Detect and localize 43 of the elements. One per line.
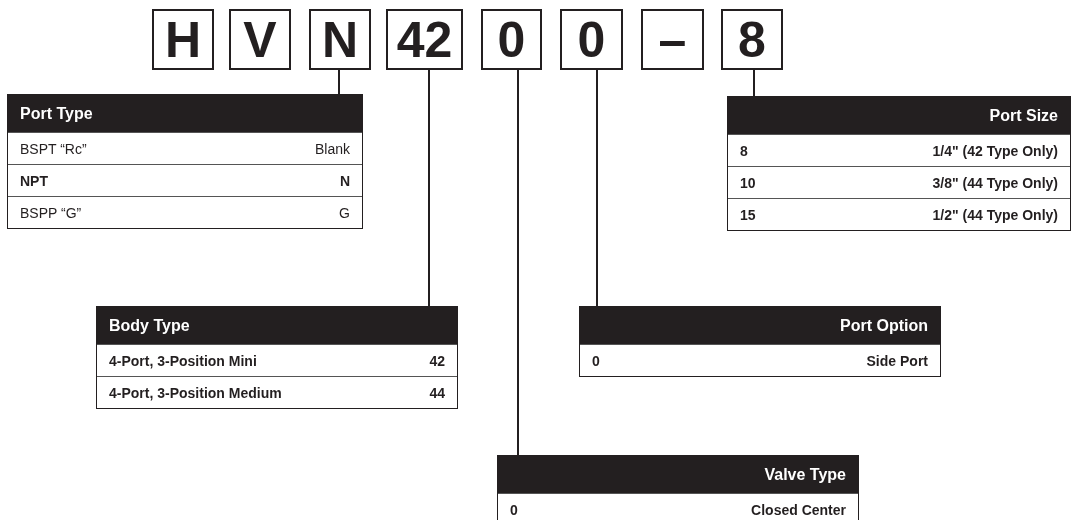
option-code: 4-Port, 3-Position Medium [109, 384, 282, 401]
option-code: 4-Port, 3-Position Mini [109, 352, 257, 369]
option-code: 15 [740, 206, 756, 223]
option-table [96, 306, 458, 409]
option-value: 44 [429, 384, 445, 401]
option-code: 0 [510, 501, 518, 518]
option-table [7, 94, 363, 229]
code-segment: N [309, 9, 371, 70]
code-segment: – [641, 9, 704, 70]
table-heading: Valve Type [764, 465, 846, 484]
connector-line [596, 69, 598, 307]
code-segment: 8 [721, 9, 783, 70]
option-value: Blank [314, 140, 350, 157]
connector-line [428, 69, 430, 307]
option-value: 1/4" (42 Type Only) [932, 142, 1058, 159]
option-code: BSPT “Rc” [20, 140, 87, 157]
table-heading: Body Type [109, 316, 190, 335]
option-table [497, 455, 859, 520]
option-value: Closed Center [751, 501, 846, 518]
option-value: G [339, 204, 350, 221]
code-segment: V [229, 9, 291, 70]
option-value: 3/8" (44 Type Only) [932, 174, 1058, 191]
option-value: N [339, 172, 350, 189]
option-table [579, 306, 941, 377]
table-heading: Port Size [989, 106, 1058, 125]
connector-line [517, 69, 519, 456]
option-value: 42 [429, 352, 445, 369]
code-segment: 0 [560, 9, 623, 70]
table-heading: Port Option [840, 316, 928, 335]
option-code: BSPP “G” [20, 204, 82, 221]
option-code: 10 [740, 174, 756, 191]
option-table [727, 96, 1071, 231]
connector-line [753, 69, 755, 97]
code-segment: 42 [386, 9, 463, 70]
option-code: 0 [592, 352, 600, 369]
option-code: NPT [20, 172, 48, 189]
code-segment: H [152, 9, 214, 70]
option-value: 1/2" (44 Type Only) [932, 206, 1058, 223]
option-value: Side Port [866, 352, 928, 369]
option-code: 8 [740, 142, 748, 159]
table-heading: Port Type [20, 104, 93, 123]
code-segment: 0 [481, 9, 542, 70]
connector-line [338, 69, 340, 95]
